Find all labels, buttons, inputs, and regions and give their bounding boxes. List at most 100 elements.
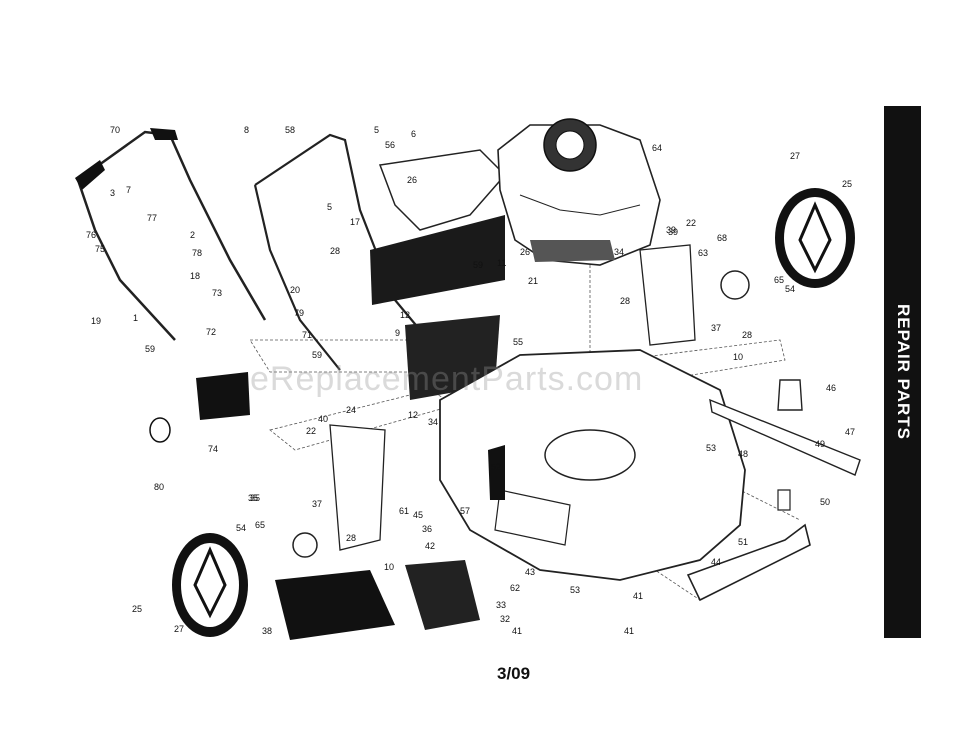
callout-55: 55 xyxy=(513,337,523,347)
callout-53: 53 xyxy=(706,443,716,453)
rear-flap xyxy=(275,570,395,640)
callout-78: 78 xyxy=(192,248,202,258)
callout-28: 28 xyxy=(330,246,340,256)
callout-10: 10 xyxy=(384,562,394,572)
callout-24: 24 xyxy=(346,405,356,415)
callout-8: 8 xyxy=(244,125,249,135)
callout-12: 12 xyxy=(400,310,410,320)
callout-39: 39 xyxy=(668,227,678,237)
blade-bolt xyxy=(777,489,791,511)
callout-42: 42 xyxy=(425,541,435,551)
callout-76: 76 xyxy=(86,230,96,240)
callout-7: 7 xyxy=(126,185,131,195)
callout-26: 26 xyxy=(407,175,417,185)
callout-80: 80 xyxy=(154,482,164,492)
callout-53: 53 xyxy=(570,585,580,595)
callout-63: 63 xyxy=(698,248,708,258)
callout-33: 33 xyxy=(496,600,506,610)
callout-52: 52 xyxy=(491,462,501,472)
callout-49: 49 xyxy=(815,439,825,449)
callout-45: 45 xyxy=(413,510,423,520)
callout-19: 19 xyxy=(91,316,101,326)
lower-handle xyxy=(76,130,267,341)
callout-32: 32 xyxy=(500,614,510,624)
callout-37: 37 xyxy=(711,323,721,333)
callout-65: 65 xyxy=(255,520,265,530)
mower-deck xyxy=(439,349,746,581)
callout-36: 36 xyxy=(422,524,432,534)
callout-27: 27 xyxy=(790,151,800,161)
callout-40: 40 xyxy=(318,414,328,424)
callout-71: 71 xyxy=(302,330,312,340)
callout-51: 51 xyxy=(738,537,748,547)
callout-43: 43 xyxy=(525,567,535,577)
callout-20: 20 xyxy=(290,285,300,295)
page-code: 3/09 xyxy=(497,664,531,683)
callout-79: 79 xyxy=(294,308,304,318)
callout-25: 25 xyxy=(842,179,852,189)
callout-38: 38 xyxy=(262,626,272,636)
callout-18: 18 xyxy=(190,271,200,281)
callout-54: 54 xyxy=(236,523,246,533)
callout-70: 70 xyxy=(110,125,120,135)
callout-64: 64 xyxy=(652,143,662,153)
callout-11: 11 xyxy=(497,258,506,268)
callout-75: 75 xyxy=(95,244,105,254)
callout-35: 35 xyxy=(250,493,260,503)
callout-59: 59 xyxy=(312,350,322,360)
upper-handle xyxy=(253,133,421,371)
callout-9: 9 xyxy=(395,328,400,338)
callout-2: 2 xyxy=(190,230,195,240)
callout-25: 25 xyxy=(132,604,142,614)
front-wheel-right xyxy=(775,188,855,288)
rear-wheel-left xyxy=(172,533,248,637)
callout-72: 72 xyxy=(206,327,216,337)
callout-41: 41 xyxy=(633,591,643,601)
callout-59: 59 xyxy=(473,260,483,270)
callout-65: 65 xyxy=(774,275,784,285)
callout-57: 57 xyxy=(460,506,470,516)
callout-6: 6 xyxy=(411,129,416,139)
callout-58: 58 xyxy=(285,125,295,135)
rear-gear xyxy=(292,532,318,558)
repair-parts-label: REPAIR PARTS xyxy=(893,303,913,441)
callout-62: 62 xyxy=(510,583,520,593)
callout-73: 73 xyxy=(212,288,222,298)
callout-44: 44 xyxy=(711,557,721,567)
callout-48: 48 xyxy=(738,449,748,459)
ignition-key xyxy=(149,417,171,443)
callout-28: 28 xyxy=(620,296,630,306)
callout-47: 47 xyxy=(845,427,855,437)
handle-grip-left xyxy=(75,160,105,190)
callout-27: 27 xyxy=(174,624,184,634)
callout-37: 37 xyxy=(312,499,322,509)
callout-34: 34 xyxy=(614,247,624,257)
callout-35: 35 xyxy=(248,493,258,503)
callout-39: 39 xyxy=(666,225,676,235)
blade-adapter xyxy=(777,379,803,411)
handle-grip-right xyxy=(150,128,178,140)
battery xyxy=(196,372,250,420)
callout-54: 54 xyxy=(785,284,795,294)
callout-17: 17 xyxy=(350,217,360,227)
callout-1: 1 xyxy=(133,313,138,323)
height-adjuster-front xyxy=(639,244,696,346)
callout-41: 41 xyxy=(512,626,522,636)
drive-gear xyxy=(720,270,750,300)
mulch-plug xyxy=(405,560,480,630)
callout-21: 21 xyxy=(528,276,538,286)
engine xyxy=(497,118,661,266)
callout-56: 56 xyxy=(385,140,395,150)
callout-59: 59 xyxy=(145,344,155,354)
callout-61: 61 xyxy=(399,506,409,516)
callout-34: 34 xyxy=(428,417,438,427)
callout-12: 12 xyxy=(408,410,418,420)
callout-26: 26 xyxy=(520,247,530,257)
repair-parts-tab: REPAIR PARTS xyxy=(884,106,921,638)
callout-22: 22 xyxy=(686,218,696,228)
callout-46: 46 xyxy=(826,383,836,393)
callout-5: 5 xyxy=(327,202,332,212)
